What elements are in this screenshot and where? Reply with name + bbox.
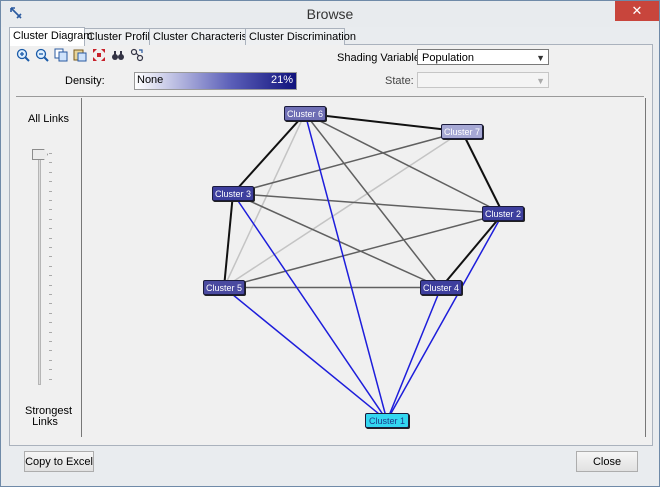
paste-icon[interactable] <box>73 48 87 62</box>
slider-tick <box>49 237 52 239</box>
cluster-node-c6[interactable]: Cluster 6 <box>284 106 326 121</box>
link-c5-c7 <box>223 130 463 289</box>
link-c1-c3 <box>232 193 388 421</box>
zoom-out-icon[interactable] <box>35 48 49 62</box>
link-c3-c7 <box>232 130 463 195</box>
layout-icon[interactable] <box>130 48 144 62</box>
slider-tick <box>49 275 52 277</box>
window-close-button[interactable]: ✕ <box>615 1 659 21</box>
slider-tick <box>49 218 52 220</box>
slider-tick <box>49 303 52 305</box>
slider-tick <box>49 331 52 333</box>
link-c6-c2 <box>304 112 504 215</box>
copy-to-excel-button[interactable]: Copy to Excel <box>24 451 94 472</box>
chevron-down-icon: ▼ <box>536 76 545 86</box>
link-c5-c2 <box>223 212 504 289</box>
slider-tick <box>49 190 52 192</box>
density-min-label: None <box>137 74 164 86</box>
tab-cluster-characteristics[interactable]: Cluster Characteristics <box>149 28 264 45</box>
link-c6-c3 <box>232 112 306 195</box>
links-layer <box>223 112 504 422</box>
link-c6-c7 <box>304 112 463 133</box>
link-c1-c6 <box>304 113 388 421</box>
slider-tick <box>49 341 52 342</box>
slider-tick <box>49 265 52 267</box>
slider-tick <box>49 228 52 230</box>
shading-variable-label: Shading Variable: <box>337 52 424 64</box>
slider-tick <box>49 200 52 201</box>
link-strength-slider-thumb[interactable] <box>32 149 48 160</box>
density-label: Density: <box>65 75 105 87</box>
cluster-node-c7[interactable]: Cluster 7 <box>441 124 483 139</box>
link-c1-c5 <box>223 286 388 422</box>
slider-tick <box>49 378 52 380</box>
cluster-node-c2[interactable]: Cluster 2 <box>482 206 524 221</box>
link-c3-c2 <box>232 192 504 215</box>
slider-tick <box>49 322 52 324</box>
link-c2-c4 <box>440 212 504 289</box>
cluster-node-c3[interactable]: Cluster 3 <box>212 186 254 201</box>
window-title: Browse <box>306 6 354 22</box>
cluster-node-c4[interactable]: Cluster 4 <box>420 280 462 295</box>
slider-tick <box>49 181 52 183</box>
link-c3-c4 <box>232 192 442 289</box>
slider-tick <box>49 153 52 154</box>
link-c7-c2 <box>461 131 504 214</box>
copy-icon[interactable] <box>54 48 68 62</box>
tab-cluster-discrimination[interactable]: Cluster Discrimination <box>245 28 356 45</box>
tab-cluster-profiles[interactable]: Cluster Profiles <box>83 28 162 45</box>
cluster-node-c1[interactable]: Cluster 1 <box>365 413 409 428</box>
cluster-diagram-canvas[interactable]: Cluster 1 Cluster 2 Cluster 3 Cluster 4 Clus… <box>81 98 646 437</box>
link-c1-c4 <box>386 287 442 421</box>
link-c6-c4 <box>304 113 442 288</box>
slider-tick <box>49 209 52 211</box>
slider-tick <box>49 359 52 361</box>
zoom-in-icon[interactable] <box>16 48 30 62</box>
tab-cluster-diagram[interactable]: Cluster Diagram <box>9 27 92 46</box>
link-strength-slider-track[interactable] <box>38 149 41 385</box>
title-bar[interactable]: Browse ✕ <box>1 1 659 27</box>
slider-top-label: All Links <box>28 113 69 125</box>
app-icon <box>10 7 22 19</box>
header-divider <box>16 96 644 97</box>
slider-tick <box>49 369 52 371</box>
close-button[interactable]: Close <box>576 451 638 472</box>
slider-bottom-label: Strongest Links <box>25 405 73 428</box>
fit-to-window-icon[interactable] <box>92 48 106 62</box>
shading-variable-value: Population <box>422 52 474 64</box>
shading-variable-select[interactable]: Population ▼ <box>417 49 549 65</box>
link-c6-c5 <box>223 113 306 288</box>
density-gradient-bar: None 21% <box>134 72 297 90</box>
slider-tick <box>49 162 52 164</box>
state-select[interactable]: ▼ <box>417 72 549 88</box>
density-value: 21% <box>270 74 293 86</box>
cluster-node-c5[interactable]: Cluster 5 <box>203 280 245 295</box>
slider-tick <box>49 284 52 286</box>
slider-tick <box>49 294 52 295</box>
slider-tick <box>49 350 52 352</box>
slider-tick <box>49 312 52 314</box>
find-icon[interactable] <box>111 48 125 62</box>
slider-tick <box>49 171 52 173</box>
link-c1-c2 <box>386 213 504 421</box>
link-c3-c5 <box>223 193 234 288</box>
state-label: State: <box>385 75 414 87</box>
chevron-down-icon: ▼ <box>536 53 545 63</box>
slider-tick <box>49 256 52 258</box>
slider-tick <box>49 247 52 248</box>
